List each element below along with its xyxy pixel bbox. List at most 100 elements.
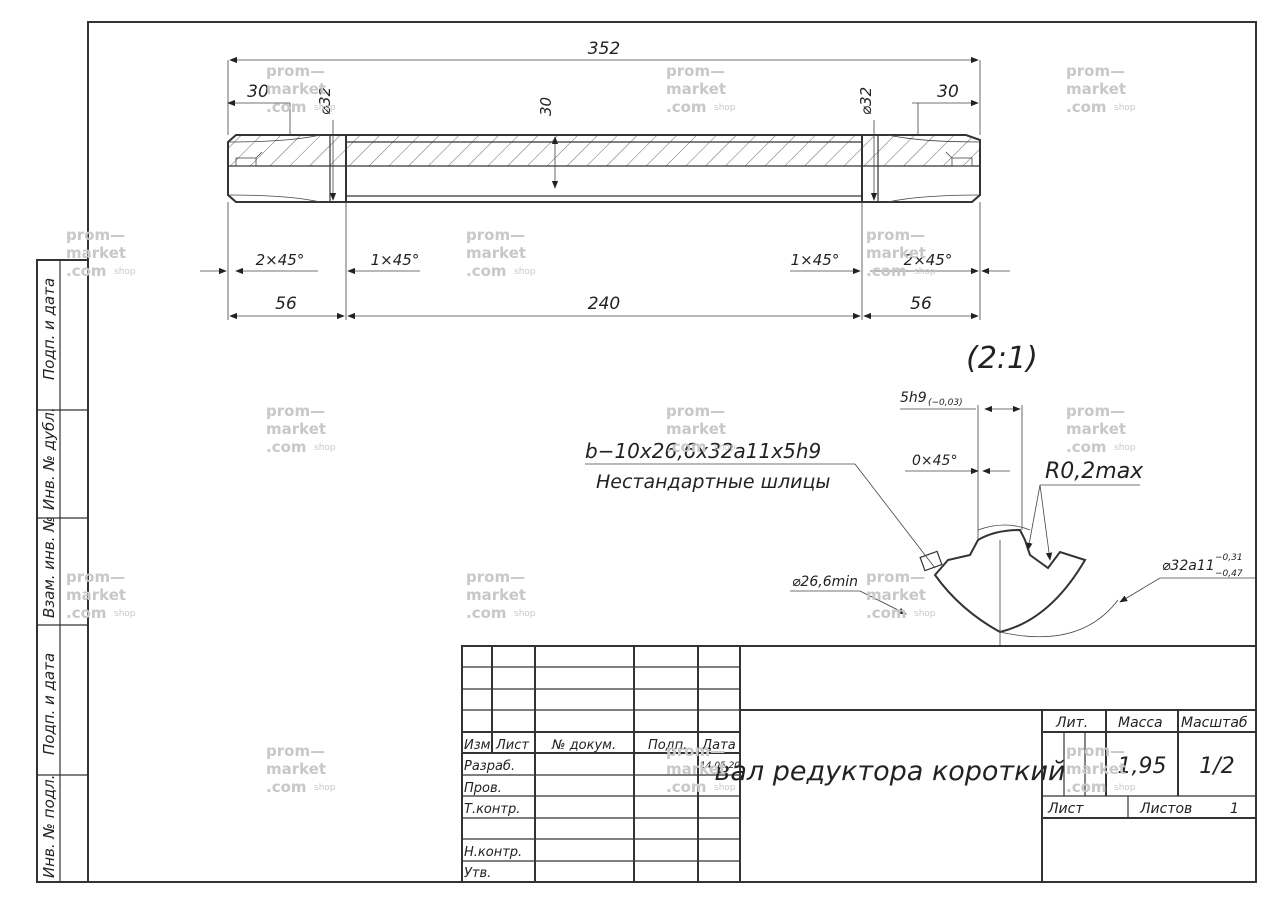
svg-text:shop: shop bbox=[514, 609, 536, 619]
dim-chamfer-ro: 2×45° bbox=[904, 251, 953, 269]
svg-text:prom—: prom— bbox=[466, 226, 525, 244]
tb-row-prov: Пров. bbox=[464, 781, 502, 796]
svg-text:prom—: prom— bbox=[1066, 402, 1125, 420]
tb-sheets-label: Листов bbox=[1139, 801, 1192, 817]
tb-sheet-label: Лист bbox=[1047, 801, 1084, 817]
detail-scale: (2:1) bbox=[966, 341, 1038, 376]
detail-outer-tol-low: −0,47 bbox=[1215, 569, 1243, 579]
svg-text:shop: shop bbox=[1114, 103, 1136, 113]
svg-text:prom—: prom— bbox=[66, 226, 125, 244]
svg-text:.com: .com bbox=[666, 98, 707, 116]
svg-text:.com: .com bbox=[1066, 778, 1107, 796]
detail-key-tol: (−0,03) bbox=[928, 398, 963, 408]
dim-center-height: 30 bbox=[537, 97, 555, 116]
svg-text:market: market bbox=[866, 586, 926, 604]
svg-text:market: market bbox=[466, 244, 526, 262]
shaft-dimensions: 352 30 30 ⌀32 ⌀32 30 2×45° 1×45° 1×45° 2… bbox=[200, 39, 1010, 320]
dim-left-end: 30 bbox=[247, 82, 269, 102]
svg-text:market: market bbox=[666, 760, 726, 778]
svg-text:market: market bbox=[266, 420, 326, 438]
svg-text:shop: shop bbox=[914, 267, 936, 277]
svg-text:.com: .com bbox=[1066, 98, 1107, 116]
svg-text:prom—: prom— bbox=[666, 402, 725, 420]
svg-text:.com: .com bbox=[266, 778, 307, 796]
svg-text:prom—: prom— bbox=[466, 568, 525, 586]
watermark: prom—market.com shop bbox=[1066, 402, 1136, 456]
svg-text:shop: shop bbox=[114, 267, 136, 277]
dim-chamfer-ri: 1×45° bbox=[791, 251, 840, 269]
watermark: prom—market.com shop bbox=[466, 226, 536, 280]
svg-text:.com: .com bbox=[866, 262, 907, 280]
svg-text:market: market bbox=[266, 80, 326, 98]
svg-text:market: market bbox=[66, 244, 126, 262]
detail-spline-spec: b−10x26,6x32a11x5h9 bbox=[585, 439, 821, 463]
tb-lit: Лит. bbox=[1055, 715, 1088, 731]
svg-text:shop: shop bbox=[514, 267, 536, 277]
svg-text:prom—: prom— bbox=[66, 568, 125, 586]
svg-text:shop: shop bbox=[714, 783, 736, 793]
dim-dia-right: ⌀32 bbox=[857, 87, 875, 115]
dim-seg-right: 56 bbox=[910, 294, 932, 314]
svg-text:market: market bbox=[466, 586, 526, 604]
detail-outer-tol-up: −0,31 bbox=[1215, 553, 1243, 563]
tb-col-doc: № докум. bbox=[551, 738, 616, 753]
tb-scale: 1/2 bbox=[1199, 754, 1234, 779]
watermark: prom—market.com shop bbox=[1066, 62, 1136, 116]
tb-col-podp: Подп. bbox=[648, 738, 687, 753]
svg-text:market: market bbox=[1066, 420, 1126, 438]
side-label-0: Подп. и дата bbox=[40, 278, 58, 380]
svg-text:.com: .com bbox=[66, 604, 107, 622]
side-strip: Подп. и дата Инв. № дубл. Взам. инв. № П… bbox=[36, 259, 89, 883]
watermark: prom—market.com shop bbox=[866, 568, 936, 622]
dim-seg-left: 56 bbox=[275, 294, 297, 314]
detail-chamfer: 0×45° bbox=[912, 453, 957, 469]
watermark: prom—market.com shop bbox=[66, 226, 136, 280]
tb-scale-label: Масштаб bbox=[1181, 715, 1248, 731]
dim-right-end: 30 bbox=[937, 82, 959, 102]
svg-text:market: market bbox=[1066, 760, 1126, 778]
svg-text:.com: .com bbox=[66, 262, 107, 280]
svg-text:shop: shop bbox=[314, 103, 336, 113]
tb-row-razrab: Разраб. bbox=[464, 759, 515, 774]
svg-text:market: market bbox=[266, 760, 326, 778]
svg-text:prom—: prom— bbox=[1066, 62, 1125, 80]
svg-text:prom—: prom— bbox=[266, 402, 325, 420]
svg-text:prom—: prom— bbox=[866, 226, 925, 244]
svg-text:.com: .com bbox=[466, 262, 507, 280]
svg-text:shop: shop bbox=[714, 103, 736, 113]
tb-col-list: Лист bbox=[495, 738, 529, 753]
svg-text:.com: .com bbox=[1066, 438, 1107, 456]
svg-text:shop: shop bbox=[1114, 443, 1136, 453]
dim-chamfer-lo: 2×45° bbox=[256, 251, 305, 269]
svg-text:prom—: prom— bbox=[266, 742, 325, 760]
svg-text:market: market bbox=[1066, 80, 1126, 98]
tb-row-nkontr: Н.контр. bbox=[464, 845, 522, 860]
tb-row-tkontr: Т.контр. bbox=[464, 802, 520, 817]
dim-overall: 352 bbox=[588, 39, 620, 59]
svg-text:shop: shop bbox=[1114, 783, 1136, 793]
svg-text:shop: shop bbox=[714, 443, 736, 453]
detail-spline-note: Нестандартные шлицы bbox=[596, 471, 830, 493]
tb-col-date: Дата bbox=[701, 738, 736, 753]
tb-sheets: 1 bbox=[1230, 801, 1239, 817]
svg-text:.com: .com bbox=[466, 604, 507, 622]
side-label-4: Инв. № подл. bbox=[40, 775, 58, 878]
tb-mass: 1,95 bbox=[1118, 754, 1167, 779]
svg-text:.com: .com bbox=[666, 438, 707, 456]
tb-date-value: 14.05.20 bbox=[700, 761, 740, 771]
svg-text:shop: shop bbox=[914, 609, 936, 619]
dim-seg-mid: 240 bbox=[588, 294, 620, 314]
detail-radius: R0,2max bbox=[1045, 459, 1144, 484]
svg-text:prom—: prom— bbox=[866, 568, 925, 586]
side-label-1: Инв. № дубл. bbox=[40, 407, 58, 510]
svg-text:.com: .com bbox=[866, 604, 907, 622]
spline-detail: (2:1) 5h9 (−0,03) 0×45° R0,2max b−10x26,… bbox=[585, 341, 1255, 645]
